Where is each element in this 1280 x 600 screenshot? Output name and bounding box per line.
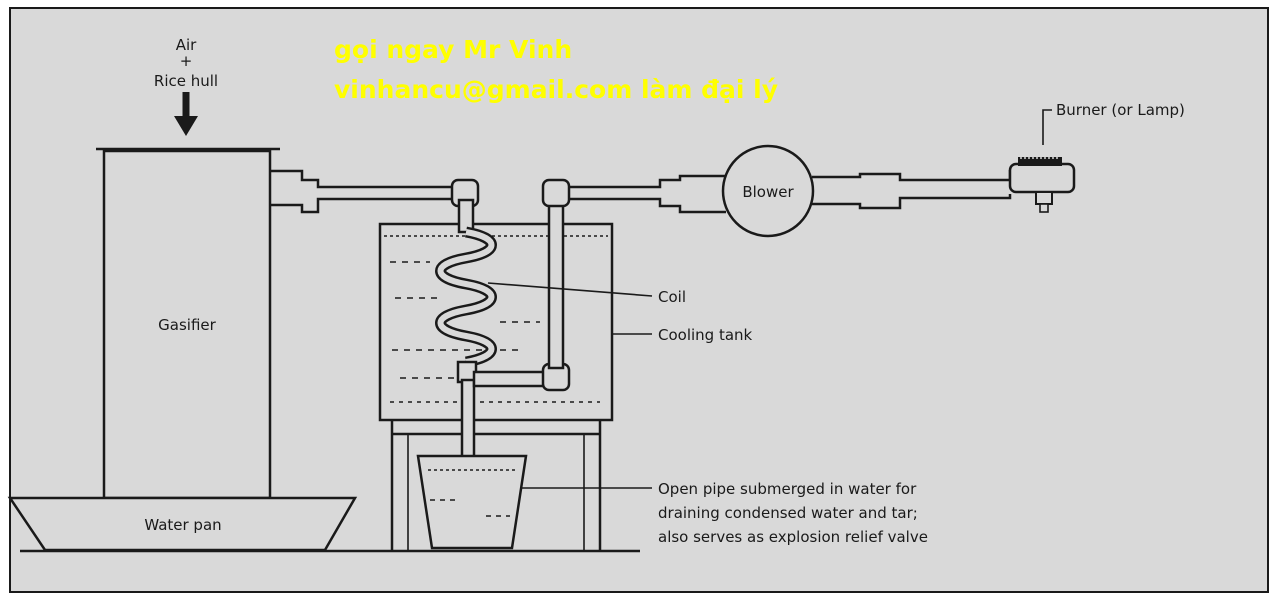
- watermark-line-1: gọi ngay Mr Vinh: [334, 35, 572, 64]
- label-drain-note-line-2: draining condensed water and tar;: [658, 504, 918, 522]
- drain-pipe: [456, 178, 571, 522]
- label-cooling-tank: Cooling tank: [658, 326, 753, 344]
- label-burner: Burner (or Lamp): [1056, 101, 1185, 119]
- coil: [435, 226, 497, 368]
- blower-intake-pipe: [569, 174, 726, 214]
- blower: [721, 144, 815, 238]
- burner: [1008, 157, 1076, 213]
- gasifier-outlet-pipe: [270, 169, 460, 214]
- label-drain-note-line-1: Open pipe submerged in water for: [658, 480, 917, 498]
- label-drain-note-line-3: also serves as explosion relief valve: [658, 528, 928, 546]
- watermark-line-2: vinhancu@gmail.com làm đại lý: [334, 75, 778, 104]
- label-rice-hull: Rice hull: [154, 72, 218, 90]
- water-pan: [7, 496, 358, 552]
- label-air: Air: [176, 36, 197, 54]
- air-inlet-arrow: [174, 92, 198, 136]
- label-coil: Coil: [658, 288, 686, 306]
- coil-leader-line: [487, 282, 653, 297]
- label-blower: Blower: [742, 183, 794, 201]
- label-water-pan: Water pan: [144, 516, 221, 534]
- water-bucket: [416, 454, 528, 550]
- tank-stand: [390, 420, 602, 551]
- label-gasifier: Gasifier: [158, 316, 216, 334]
- label-plus: +: [180, 52, 193, 70]
- gasifier: [96, 147, 280, 500]
- cooling-tank: [378, 222, 614, 422]
- burner-leader-line: [1042, 109, 1052, 145]
